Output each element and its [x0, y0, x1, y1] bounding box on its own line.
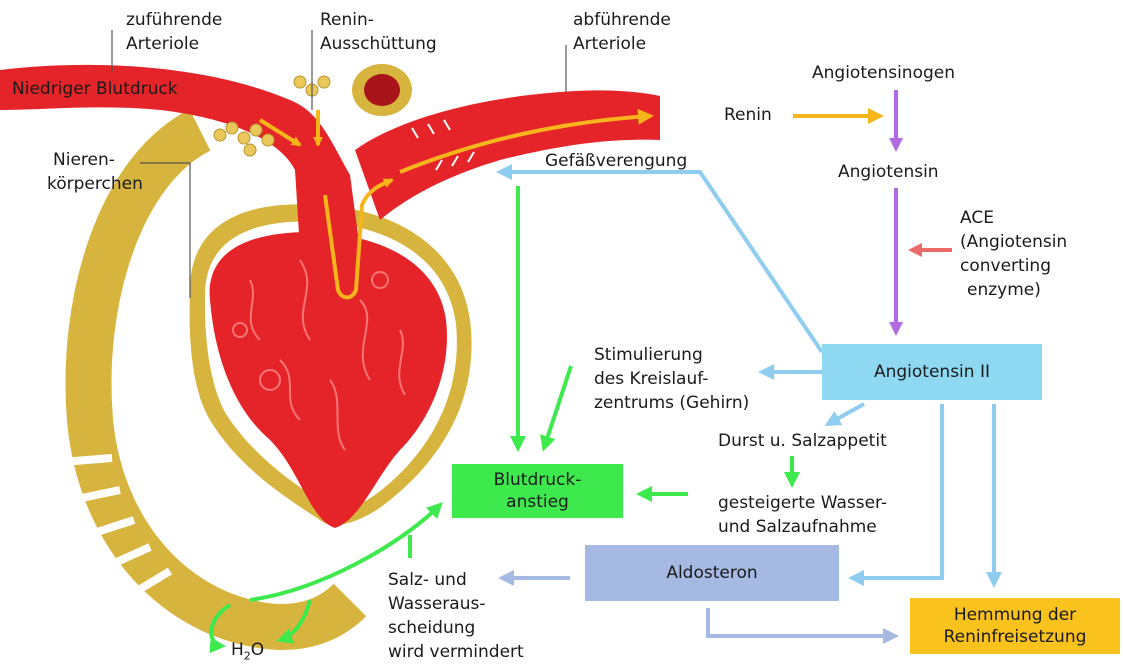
arrow-to-durst [828, 404, 864, 424]
label-gefaessverengung: Gefäßverengung [545, 151, 687, 171]
zufuehrende-line2: Arteriole [126, 34, 199, 54]
aldosteron-box: Aldosteron [585, 545, 839, 601]
hemmung-reninfreisetzung-box: Hemmung der Reninfreisetzung [910, 598, 1120, 654]
label-gesteigerte: gesteigerte Wasser- und Salzaufnahme [718, 493, 887, 537]
salz-line3: scheidung [388, 618, 475, 638]
h2o-subscript: 2 [244, 649, 251, 662]
ace-line3: converting [960, 256, 1051, 276]
blutdruckanstieg-box: Blutdruck- anstieg [452, 464, 623, 518]
renin-aus-line2: Ausschüttung [320, 34, 437, 54]
abfuehrende-line1: abführende [573, 10, 671, 30]
label-angiotensinogen: Angiotensinogen [812, 63, 955, 83]
salz-line4: wird vermindert [388, 642, 524, 662]
h2o-o: O [251, 640, 264, 660]
label-renin: Renin [724, 105, 772, 125]
ace-line2: (Angiotensin [960, 232, 1067, 252]
vessel-ring [352, 64, 412, 116]
gesteigerte-line2: und Salzaufnahme [718, 517, 877, 537]
renin-aus-line1: Renin- [320, 10, 374, 30]
glomerulus [210, 232, 447, 528]
kidney-illustration [0, 30, 660, 627]
label-zufuehrende: zuführende Arteriole [126, 10, 222, 54]
nierenkoerperchen-line2: körperchen [47, 174, 143, 194]
label-niedriger-blutdruck: Niedriger Blutdruck [12, 79, 178, 99]
angiotensin-ii-box: Angiotensin II [822, 344, 1042, 400]
label-abfuehrende: abführende Arteriole [573, 10, 671, 54]
stimulierung-line2: des Kreislauf- [594, 369, 708, 389]
label-salz: Salz- und Wasseraus- scheidung wird verm… [388, 570, 524, 662]
arrow-to-gefaessverengung [500, 172, 822, 352]
nierenkoerperchen-line1: Nieren- [53, 150, 115, 170]
arrow-stimulierung-to-blutdruck [544, 366, 571, 448]
h2o-h: H [231, 640, 244, 660]
stimulierung-line3: zentrums (Gehirn) [594, 393, 749, 413]
label-ace: ACE (Angiotensin converting enzyme) [960, 208, 1067, 300]
label-angiotensin: Angiotensin [838, 162, 939, 182]
label-renin-ausschuettung: Renin- Ausschüttung [320, 10, 437, 54]
label-stimulierung: Stimulierung des Kreislauf- zentrums (Ge… [594, 345, 749, 413]
label-h2o: H2O [231, 640, 264, 662]
label-durst: Durst u. Salzappetit [718, 431, 887, 451]
ace-line1: ACE [960, 208, 994, 228]
zufuehrende-line1: zuführende [126, 10, 222, 30]
arrow-aldosteron-to-hemmung [708, 608, 895, 636]
ace-line4: enzyme) [967, 280, 1041, 300]
salz-line1: Salz- und [388, 570, 467, 590]
stimulierung-line1: Stimulierung [594, 345, 703, 365]
salz-line2: Wasseraus- [388, 594, 485, 614]
abfuehrende-line2: Arteriole [573, 34, 646, 54]
gesteigerte-line1: gesteigerte Wasser- [718, 493, 887, 513]
